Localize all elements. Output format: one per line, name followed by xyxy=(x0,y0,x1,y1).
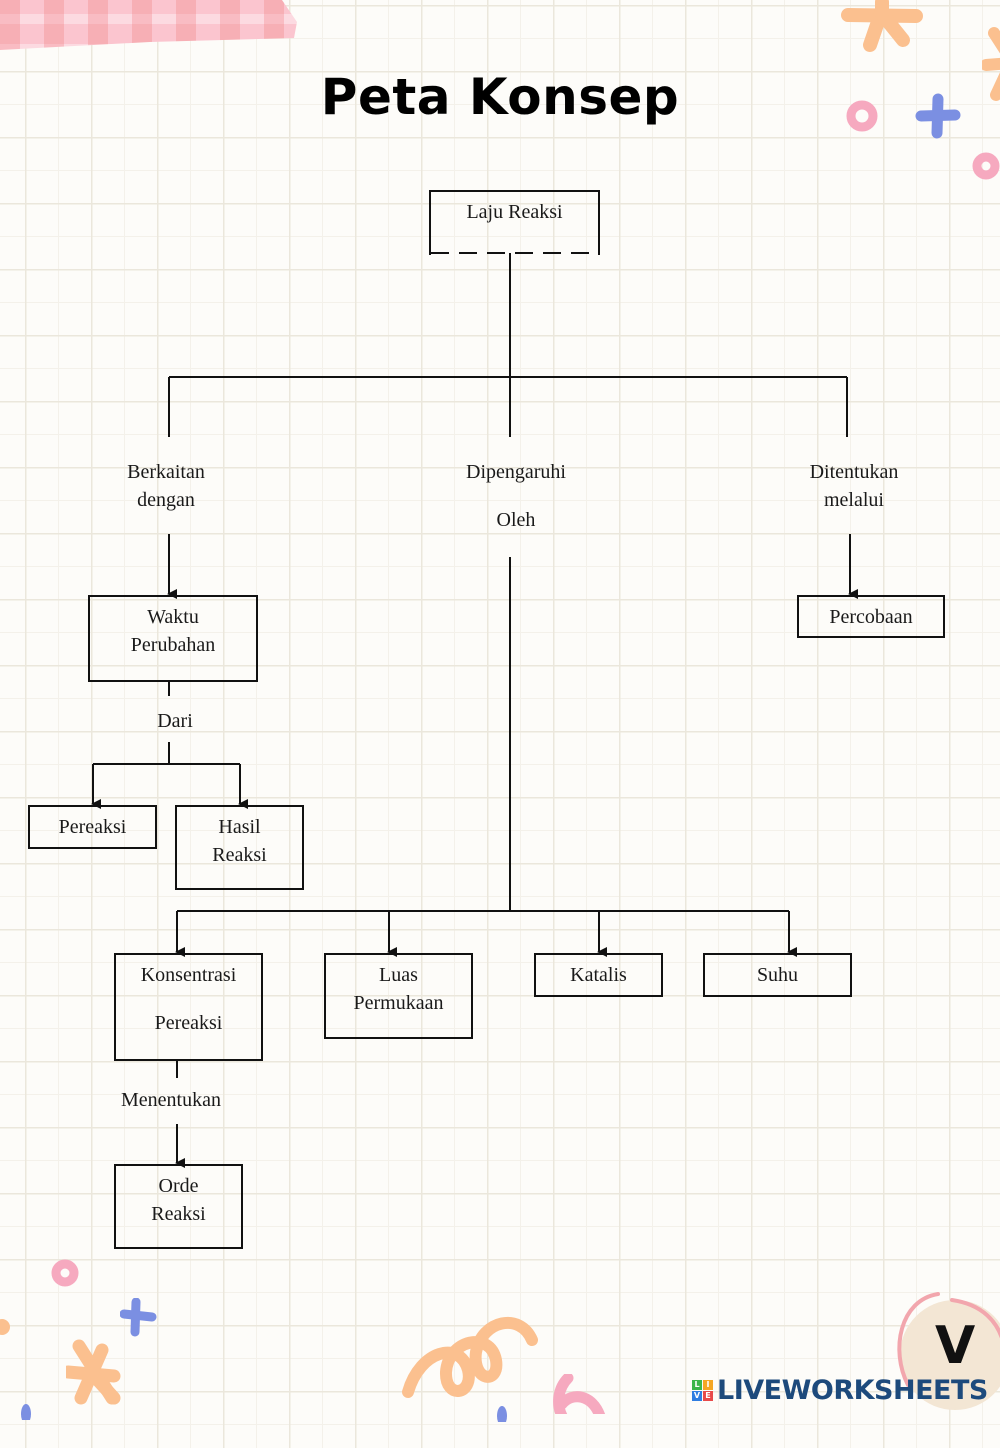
badge-ring-icon xyxy=(897,1292,1000,1387)
liveworksheets-logo[interactable]: L I V E LIVEWORKSHEETS xyxy=(692,1374,988,1406)
logo-text: LIVEWORKSHEETS xyxy=(717,1374,988,1406)
node-label: Reaksi xyxy=(151,1203,206,1225)
blue-plus-icon xyxy=(915,93,961,139)
badge-letter: V xyxy=(935,1316,976,1376)
washi-tape-decoration xyxy=(0,0,297,50)
connector-lines xyxy=(91,252,858,1168)
node-luas-permukaan: Luas Permukaan xyxy=(324,953,473,1039)
node-label: Percobaan xyxy=(829,606,913,628)
node-label: Pereaksi xyxy=(154,1012,223,1034)
page-title: Peta Konsep xyxy=(320,68,680,126)
logo-grid-icon: L I V E xyxy=(692,1379,713,1401)
relation-berkaitan-dengan: Berkaitan dengan xyxy=(96,458,236,514)
node-label: Hasil xyxy=(218,816,261,838)
node-orde-reaksi: Orde Reaksi xyxy=(114,1164,243,1249)
orange-squiggle-icon xyxy=(402,1317,538,1398)
node-label: Perubahan xyxy=(130,634,216,656)
logo-grid-cell: L xyxy=(692,1379,702,1390)
node-label: Permukaan xyxy=(353,992,444,1014)
orange-asterisk-icon xyxy=(66,1339,121,1405)
node-label: Waktu xyxy=(147,606,199,628)
relation-label: Menentukan xyxy=(121,1089,221,1111)
logo-grid-cell: E xyxy=(703,1390,713,1401)
node-pereaksi: Pereaksi xyxy=(28,805,157,849)
node-laju-reaksi: Laju Reaksi xyxy=(429,190,600,255)
node-percobaan: Percobaan xyxy=(797,595,945,638)
pink-circle-icon xyxy=(846,100,878,132)
node-label: Luas xyxy=(379,964,418,986)
orange-asterisk-icon xyxy=(841,0,923,52)
badge-circle xyxy=(900,1300,1000,1410)
relation-label: Dipengaruhi xyxy=(466,461,566,483)
logo-grid-cell: V xyxy=(692,1390,702,1401)
node-label: Orde xyxy=(158,1175,199,1197)
node-suhu: Suhu xyxy=(703,953,852,997)
orange-blob-icon xyxy=(0,1319,10,1335)
relation-ditentukan-melalui: Ditentukan melalui xyxy=(784,458,924,514)
node-label: Pereaksi xyxy=(58,816,127,838)
node-waktu-perubahan: Waktu Perubahan xyxy=(88,595,258,682)
orange-asterisk-icon xyxy=(982,27,1000,101)
logo-grid-cell: I xyxy=(703,1379,713,1390)
relation-label: Oleh xyxy=(496,509,536,531)
pink-circle-icon xyxy=(972,152,1000,180)
relation-label: Ditentukan xyxy=(809,461,899,483)
relation-dipengaruhi-oleh: Dipengaruhi Oleh xyxy=(436,458,596,534)
node-label: Katalis xyxy=(570,964,627,986)
relation-dari: Dari xyxy=(130,707,220,735)
relation-label: Dari xyxy=(157,710,193,732)
relation-menentukan: Menentukan xyxy=(96,1086,246,1114)
node-label: Konsentrasi xyxy=(140,964,237,986)
node-label: Suhu xyxy=(756,964,799,986)
node-katalis: Katalis xyxy=(534,953,663,997)
relation-label: dengan xyxy=(137,489,195,511)
blue-plus-icon xyxy=(120,1298,157,1337)
relation-label: Berkaitan xyxy=(127,461,205,483)
node-hasil-reaksi: Hasil Reaksi xyxy=(175,805,304,890)
node-konsentrasi-pereaksi: Konsentrasi Pereaksi xyxy=(114,953,263,1061)
node-label: Reaksi xyxy=(212,844,267,866)
node-label: Laju Reaksi xyxy=(466,201,563,223)
relation-label: melalui xyxy=(824,489,884,511)
pink-squiggle-icon xyxy=(553,1374,606,1414)
pink-circle-icon xyxy=(51,1259,79,1287)
